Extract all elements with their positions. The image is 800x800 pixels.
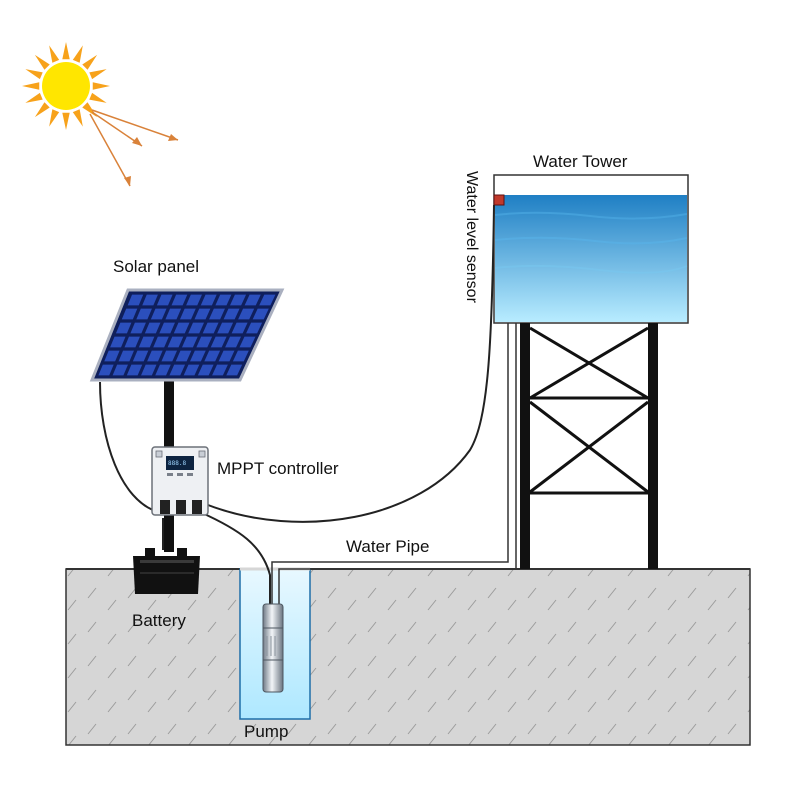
water-pipe — [271, 323, 517, 605]
solar-panel-icon — [89, 288, 285, 552]
mppt-controller-label: MPPT controller — [217, 459, 339, 478]
mppt-controller-icon: 888.8 — [151, 446, 209, 516]
water-pipe-label: Water Pipe — [346, 537, 429, 556]
svg-text:888.8: 888.8 — [168, 460, 186, 467]
ground — [65, 568, 751, 746]
solar-panel-label: Solar panel — [113, 257, 199, 276]
water-level-sensor-icon — [493, 194, 505, 206]
battery-label: Battery — [132, 611, 186, 630]
sunbeam-arrows — [89, 109, 179, 187]
wiring — [99, 204, 495, 605]
sun-icon — [22, 42, 110, 130]
water-level-sensor-label: Water level sensor — [463, 171, 480, 304]
battery-icon — [133, 548, 200, 594]
pump-icon — [262, 603, 284, 693]
pump-label: Pump — [244, 722, 288, 741]
water-tower-label: Water Tower — [533, 152, 628, 171]
water-tower-icon — [493, 174, 689, 569]
